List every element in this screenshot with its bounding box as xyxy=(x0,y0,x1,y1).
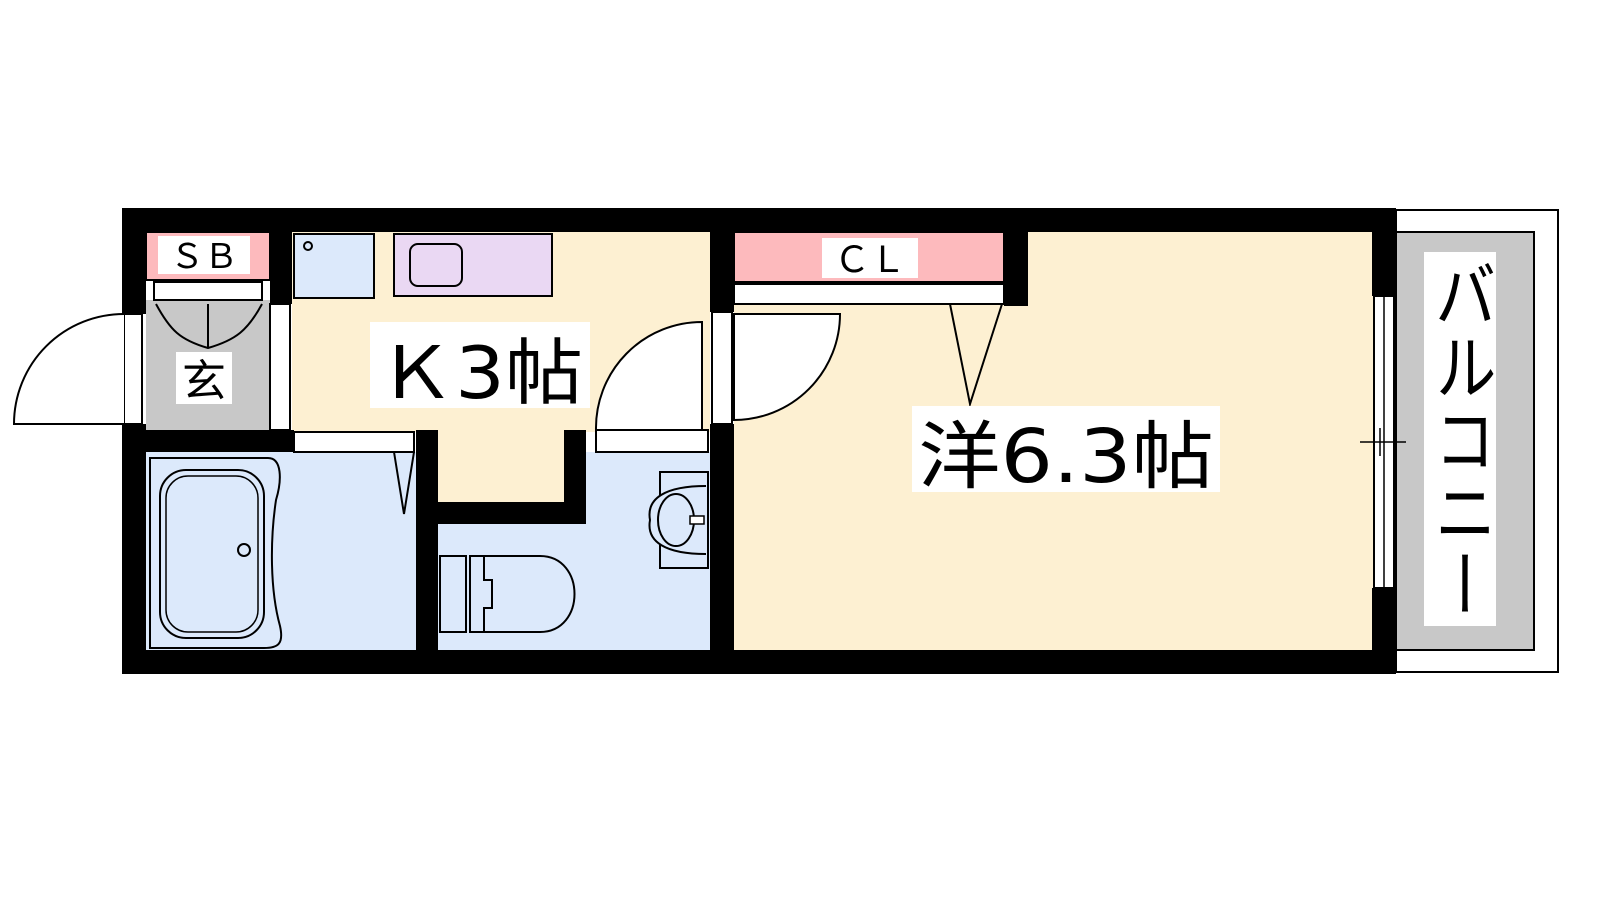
wall-right-upper xyxy=(1372,208,1396,296)
entrance-door-swing xyxy=(12,313,125,425)
closet-label-bg xyxy=(822,238,918,278)
wall-closet-end xyxy=(1004,232,1028,306)
bathtub-basin xyxy=(159,469,265,639)
toilet-door-swing xyxy=(594,320,703,431)
kitchen-label: Ｋ3帖 xyxy=(377,331,583,415)
entrance-label-bg xyxy=(176,352,232,404)
entrance-door-jamb xyxy=(123,313,143,425)
shoe-box-frame xyxy=(145,231,271,281)
toilet-bowl xyxy=(469,555,576,633)
toilet-seat-hinge xyxy=(483,556,493,632)
wall-toilet-notch xyxy=(564,430,586,524)
entrance-inner-jamb xyxy=(269,303,291,431)
balcony-label-bg xyxy=(1424,252,1496,626)
kitchen-label-bg xyxy=(370,322,590,408)
closet-frame xyxy=(733,231,1005,283)
kitchen-floor-nook xyxy=(438,430,564,502)
wall-kitchen-room-lower xyxy=(710,424,734,674)
shoe-box-label-bg xyxy=(158,236,250,274)
bath-door-jamb xyxy=(293,431,415,453)
washbasin-bowl xyxy=(648,485,707,555)
shoe-box-label: ＳＢ xyxy=(170,237,238,277)
fridge-marker xyxy=(303,241,313,251)
bathtub-basin-inner xyxy=(165,475,259,633)
wall-bath-right xyxy=(416,430,438,674)
shoe-box-shelf xyxy=(153,281,263,301)
wall-bath-top xyxy=(146,430,294,452)
wall-right-lower xyxy=(1372,588,1396,674)
toilet-door-jamb xyxy=(595,429,709,453)
closet-door-swing xyxy=(949,303,1003,408)
kitchen-sink xyxy=(409,243,463,287)
fridge-space xyxy=(293,233,375,299)
toilet-tank xyxy=(439,555,467,633)
wall-left-lower xyxy=(122,424,146,674)
western-room-label: 洋6.3帖 xyxy=(918,414,1214,500)
wall-entrance-right xyxy=(270,232,292,304)
wall-bottom xyxy=(122,650,1396,674)
room-door-jamb xyxy=(711,311,733,425)
room-door-swing xyxy=(733,313,842,422)
western-room-label-bg xyxy=(912,406,1220,492)
washbasin-faucet xyxy=(689,515,705,525)
bath-door-swing xyxy=(393,451,415,515)
closet-shelf xyxy=(733,283,1005,305)
wall-kitchen-room-upper xyxy=(710,208,734,312)
balcony-label: バルコニー xyxy=(1424,258,1497,620)
bathtub-drain xyxy=(237,543,251,557)
wall-left-upper xyxy=(122,208,146,314)
wall-top xyxy=(122,208,1396,232)
entrance-label: 玄 xyxy=(182,356,226,407)
wall-toilet-top xyxy=(438,502,586,524)
closet-label: ＣＬ xyxy=(834,240,906,281)
